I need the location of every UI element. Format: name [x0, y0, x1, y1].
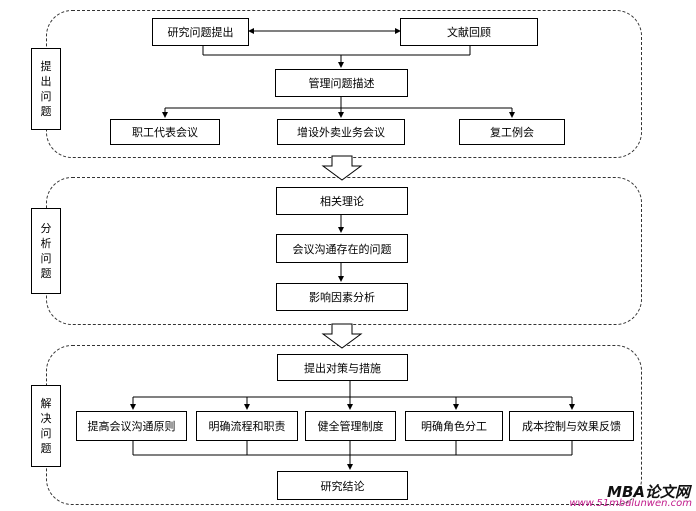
section-label-raise: 提出问题 — [31, 48, 61, 130]
watermark-brand: MBA论文网 — [607, 483, 690, 501]
node-principle: 提高会议沟通原则 — [76, 411, 187, 441]
node-cost-control: 成本控制与效果反馈 — [509, 411, 634, 441]
node-conclusion: 研究结论 — [277, 471, 408, 500]
node-system: 健全管理制度 — [305, 411, 396, 441]
transition-arrow-2 — [321, 323, 363, 349]
transition-arrow-1 — [321, 155, 363, 181]
node-factor-analysis: 影响因素分析 — [276, 283, 408, 311]
node-process: 明确流程和职责 — [196, 411, 298, 441]
node-roles: 明确角色分工 — [405, 411, 503, 441]
node-delivery-meeting: 增设外卖业务会议 — [277, 119, 405, 145]
node-problem-description: 管理问题描述 — [275, 69, 408, 97]
node-countermeasures: 提出对策与措施 — [277, 354, 408, 381]
node-literature-review: 文献回顾 — [400, 18, 538, 46]
node-related-theory: 相关理论 — [276, 187, 408, 215]
watermark-url: www.51mbalunwen.com — [569, 498, 692, 509]
node-reopen-meeting: 复工例会 — [459, 119, 565, 145]
node-staff-meeting: 职工代表会议 — [110, 119, 220, 145]
section-label-solve: 解决问题 — [31, 385, 61, 467]
node-research-question: 研究问题提出 — [152, 18, 249, 46]
section-label-analyze: 分析问题 — [31, 208, 61, 294]
node-meeting-problems: 会议沟通存在的问题 — [276, 234, 408, 263]
